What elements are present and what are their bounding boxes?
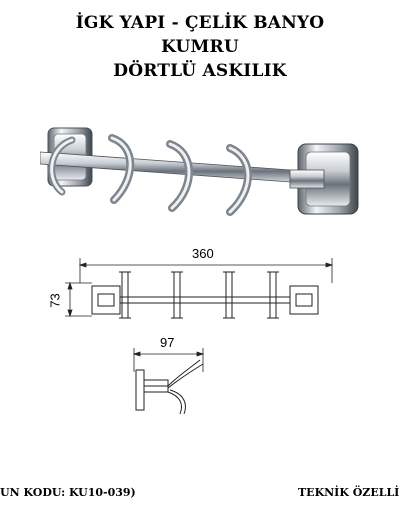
title-line-3: DÖRTLÜ ASKILIK <box>113 61 287 81</box>
dimension-lines <box>65 258 334 318</box>
depth-dimension-label: 97 <box>160 335 175 350</box>
side-dimension <box>132 348 205 372</box>
hook-3 <box>166 140 193 212</box>
hook-1 <box>48 136 76 196</box>
side-view <box>135 359 204 415</box>
title-line-2: KUMRU <box>161 37 239 57</box>
hook-4 <box>226 144 252 216</box>
title-line-1: İGK YAPI - ÇELİK BANYO <box>75 13 325 33</box>
right-wall-plate <box>289 143 359 215</box>
hook-2 <box>108 134 135 204</box>
technical-spec-text: TEKNİK ÖZELLİ <box>298 486 400 499</box>
height-dimension-label: 73 <box>47 293 63 308</box>
product-code-text: UN KODU: KU10-039) <box>0 486 136 499</box>
width-dimension-label: 360 <box>192 246 214 261</box>
front-view <box>91 271 319 319</box>
product-photo <box>40 127 359 216</box>
